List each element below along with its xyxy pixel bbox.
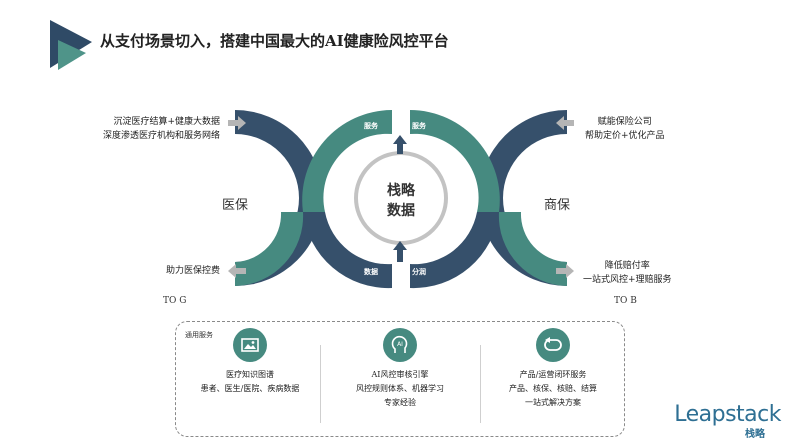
right-teal-sweep	[498, 212, 567, 286]
header-logo-mark	[50, 20, 92, 70]
band-label-data-left: 数据	[364, 268, 378, 276]
services-divider-2	[480, 345, 481, 423]
loop-arrow-icon	[536, 328, 570, 362]
right-upper-band	[410, 110, 500, 212]
core-line-1: 栈略	[387, 183, 415, 199]
left-outer-arc	[235, 110, 323, 286]
left-top-note-line-1: 沉淀医疗结算+健康大数据	[113, 117, 220, 127]
page-title: 从支付场景切入，搭建中国最大的AI健康险风控平台	[100, 32, 449, 50]
brand-logo-sub: 栈略	[745, 429, 765, 440]
service-item-3-line-2: 产品、核保、核赔、结算	[509, 384, 597, 393]
left-side-label: 医保	[222, 198, 249, 213]
right-tag: TO B	[614, 296, 637, 306]
common-services-box	[175, 321, 625, 437]
right-side-label: 商保	[544, 198, 571, 213]
service-item-2: AI风控审核引擎 风控规则体系、机器学习 专家经验	[320, 368, 480, 410]
service-item-1-line-2: 患者、医生/医院、疾病数据	[200, 384, 300, 393]
services-divider-1	[320, 345, 321, 423]
right-bottom-note: 降低赔付率 一站式风控+理赔服务	[583, 259, 672, 287]
arrow-left-bottom-left	[228, 264, 246, 278]
ai-head-icon: AI	[383, 328, 417, 362]
arrow-left-top-right	[556, 116, 574, 130]
left-bottom-note: 助力医保控费	[165, 266, 220, 276]
brand-logo: Leapstack	[674, 402, 781, 427]
service-item-1: 医疗知识图谱 患者、医生/医院、疾病数据	[170, 368, 330, 396]
band-label-data-right: 分润	[412, 268, 426, 276]
core-label: 栈略 数据	[371, 181, 431, 221]
core-line-2: 数据	[387, 203, 415, 219]
service-item-2-line-2: 风控规则体系、机器学习	[356, 384, 444, 393]
common-services-header: 通用服务	[185, 331, 213, 339]
right-top-note-line-2: 帮助定价+优化产品	[585, 131, 665, 141]
right-top-note: 赋能保险公司 帮助定价+优化产品	[585, 115, 665, 143]
up-arrow-bottom	[393, 241, 407, 262]
left-upper-band	[302, 110, 392, 212]
right-lower-band	[410, 212, 499, 289]
arrow-right-bottom-right	[556, 264, 574, 278]
up-arrow-top	[393, 135, 407, 154]
left-top-note: 沉淀医疗结算+健康大数据 深度渗透医疗机构和服务网络	[60, 115, 220, 143]
left-lower-band	[303, 212, 392, 289]
band-label-service-left: 服务	[364, 122, 378, 130]
service-item-2-line-1: AI风控审核引擎	[371, 370, 429, 379]
service-item-2-line-3: 专家经验	[384, 398, 416, 407]
image-icon	[233, 328, 267, 362]
svg-text:AI: AI	[397, 341, 403, 348]
right-bottom-note-line-2: 一站式风控+理赔服务	[583, 275, 672, 285]
service-item-3: 产品/运营闭环服务 产品、核保、核赔、结算 一站式解决方案	[473, 368, 633, 410]
arrow-right-top-left	[228, 116, 246, 130]
band-label-service-right: 服务	[412, 122, 426, 130]
right-outer-arc	[479, 110, 567, 286]
left-top-note-line-2: 深度渗透医疗机构和服务网络	[102, 131, 220, 141]
right-bottom-note-line-1: 降低赔付率	[604, 261, 650, 271]
service-item-3-line-1: 产品/运营闭环服务	[519, 370, 587, 379]
service-item-1-line-1: 医疗知识图谱	[226, 370, 274, 379]
right-top-note-line-1: 赋能保险公司	[597, 117, 652, 127]
left-teal-sweep	[235, 212, 304, 286]
service-item-3-line-3: 一站式解决方案	[525, 398, 581, 407]
left-tag: TO G	[163, 296, 187, 306]
